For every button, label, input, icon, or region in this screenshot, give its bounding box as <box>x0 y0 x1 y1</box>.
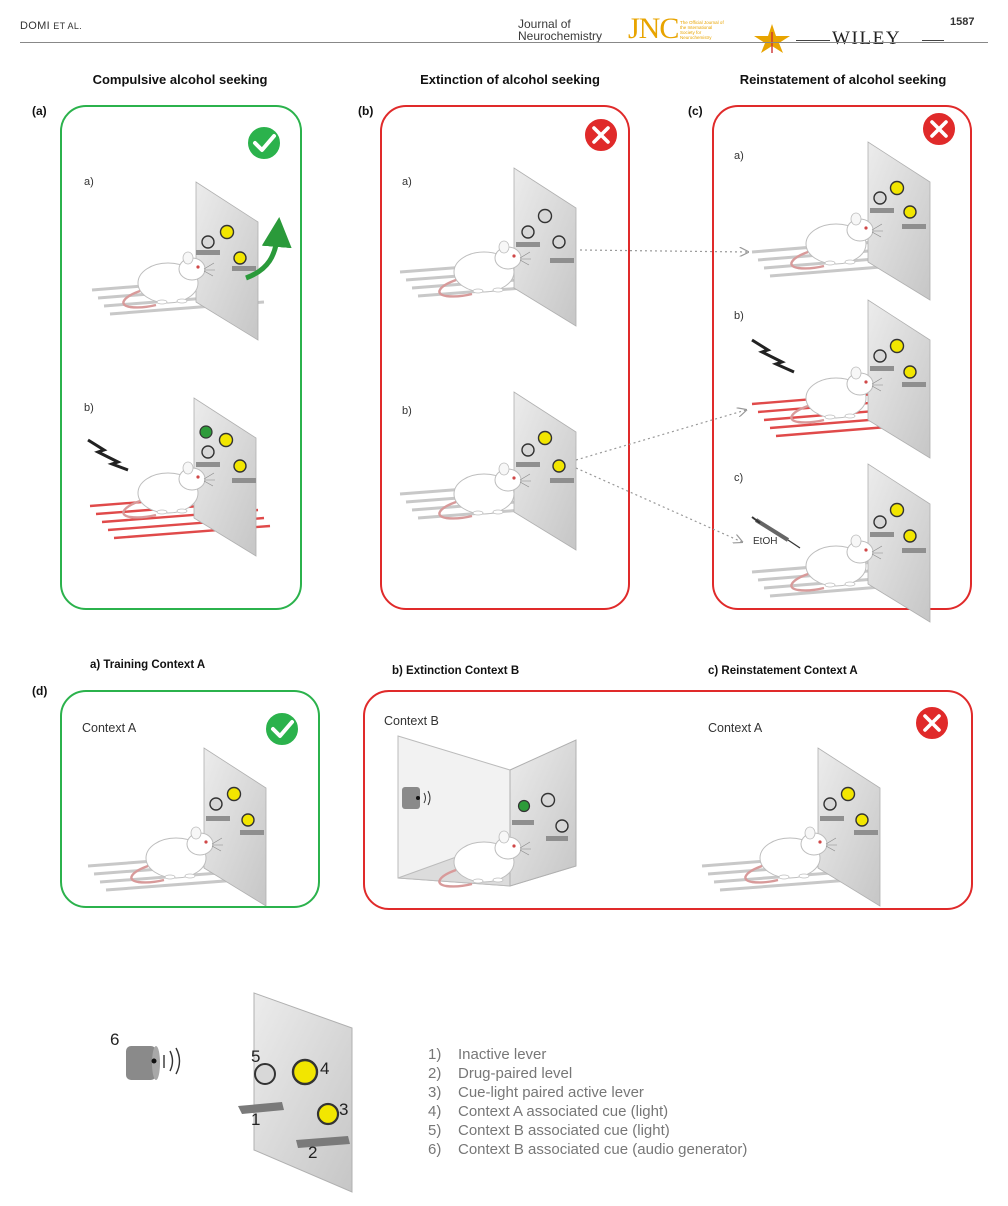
legend-wall-diagram <box>238 992 353 1193</box>
legend-audio-generator-icon <box>126 1046 181 1080</box>
panel-d-a-box <box>60 690 320 908</box>
panel-c-sub-a: a) <box>734 150 744 162</box>
wiley-rule <box>796 40 830 41</box>
panel-c-sub-c: c) <box>734 472 744 484</box>
panel-label-a: (a) <box>32 104 47 118</box>
context-label-a: Context A <box>82 721 137 735</box>
etoh-label: EtOH <box>753 536 778 547</box>
legend-num-1: 1 <box>251 1110 261 1129</box>
panel-a-sub-b: b) <box>84 402 94 414</box>
shock-bolt-icon <box>751 338 795 374</box>
panel-a-sub-a: a) <box>84 176 94 188</box>
legend-num-3: 3 <box>339 1100 349 1119</box>
fail-x-icon <box>583 117 619 153</box>
legend-list: 1)Inactive lever 2)Drug-paired level 3)C… <box>428 1045 747 1159</box>
panel-label-d: (d) <box>32 684 48 698</box>
panel-d-title-b: b) Extinction Context B <box>392 665 520 677</box>
chamber-a-a <box>91 181 292 341</box>
column-title-extinction: Extinction of alcohol seeking <box>420 72 600 87</box>
column-title-compulsive: Compulsive alcohol seeking <box>92 72 268 87</box>
chamber-c-c <box>751 463 931 623</box>
running-head-authors: DOMI ET AL. <box>20 20 82 32</box>
panel-c-sub-b: b) <box>734 310 744 322</box>
panel-d-title-a: a) Training Context A <box>90 659 206 671</box>
chamber-b-a <box>399 167 577 327</box>
panel-label-b: (b) <box>358 104 374 118</box>
transition-arrows <box>575 250 748 542</box>
chamber-d-b <box>397 735 577 888</box>
panel-c-box <box>712 105 972 610</box>
audio-generator-icon <box>402 787 431 809</box>
fail-x-icon <box>921 111 957 147</box>
panel-b-box <box>380 105 630 610</box>
chamber-b-b <box>399 391 577 551</box>
success-check-icon <box>264 711 300 747</box>
panel-label-c: (c) <box>688 104 703 118</box>
jnc-society-text: The Official Journal of the Internationa… <box>680 20 724 40</box>
chamber-d-a <box>87 747 267 907</box>
panel-b-sub-a: a) <box>402 176 412 188</box>
context-label-a-reinstate: Context A <box>708 721 763 735</box>
syringe-icon <box>751 516 801 549</box>
legend-num-6: 6 <box>110 1030 120 1049</box>
header-rule <box>20 42 988 43</box>
chamber-a-b <box>87 397 271 557</box>
panel-b-sub-b: b) <box>402 405 412 417</box>
column-title-reinstatement: Reinstatement of alcohol seeking <box>739 72 947 87</box>
panel-d-bc-box <box>363 690 973 910</box>
wiley-rule-right <box>922 40 944 41</box>
legend-item: 2)Drug-paired level <box>428 1065 573 1082</box>
legend-num-4: 4 <box>320 1059 330 1078</box>
jnc-logo: JNC <box>628 12 679 45</box>
panel-a-box <box>60 105 302 610</box>
shock-bolt-icon <box>87 438 129 472</box>
chamber-c-b <box>751 299 931 459</box>
publisher-logo: WILEY <box>832 28 902 49</box>
legend-item: 1)Inactive lever <box>428 1046 547 1063</box>
legend-item: 6)Context B associated cue (audio genera… <box>428 1141 748 1158</box>
chamber-d-c <box>701 747 881 907</box>
legend-item: 3)Cue-light paired active lever <box>428 1084 644 1101</box>
panel-d-title-c: c) Reinstatement Context A <box>708 665 858 677</box>
fail-x-icon <box>914 705 950 741</box>
legend-item: 4)Context A associated cue (light) <box>428 1103 669 1120</box>
success-check-icon <box>246 125 282 161</box>
page-number: 1587 <box>950 16 975 28</box>
legend-num-5: 5 <box>251 1047 261 1066</box>
legend-num-2: 2 <box>308 1143 318 1162</box>
chamber-c-a <box>751 141 931 301</box>
context-label-b: Context B <box>384 714 439 728</box>
legend-item: 5)Context B associated cue (light) <box>428 1122 670 1139</box>
